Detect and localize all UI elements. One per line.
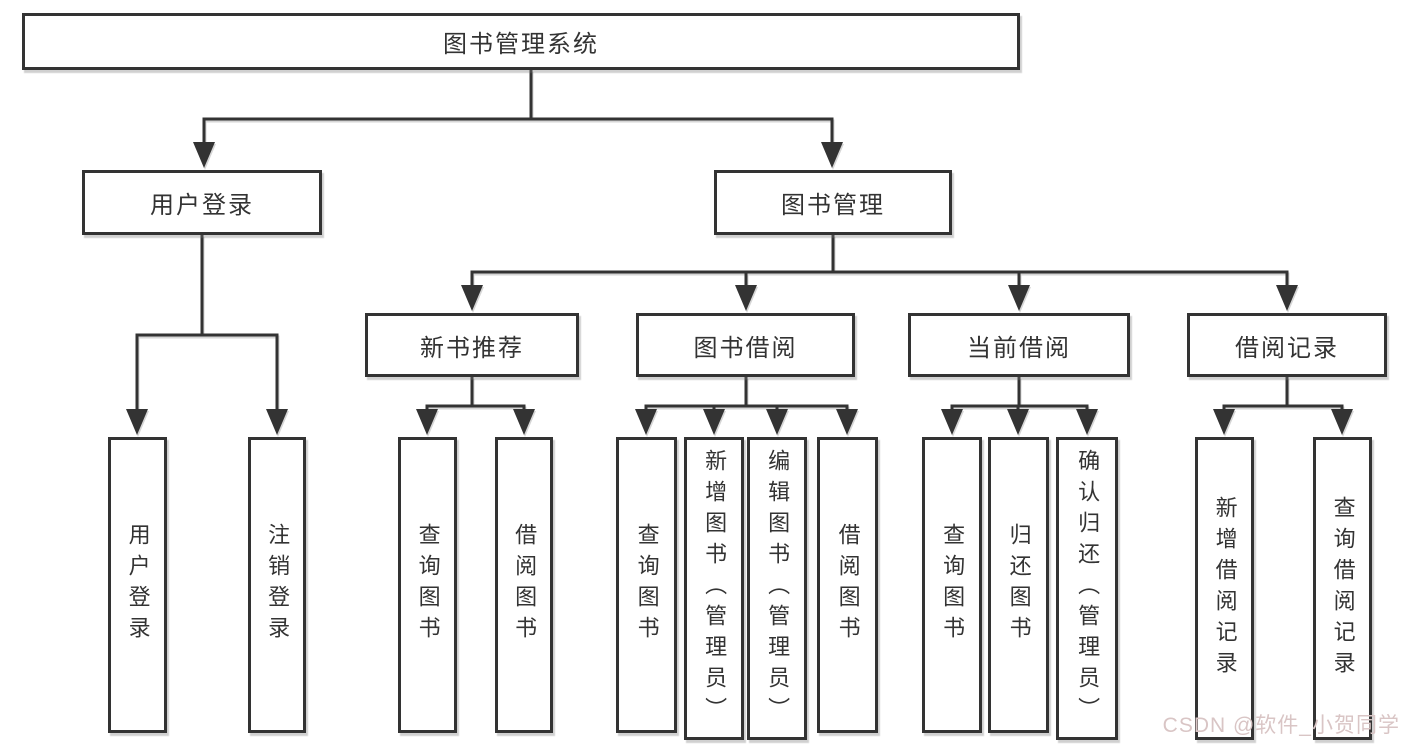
leaf-return-books: 归还图书 xyxy=(988,437,1049,733)
leaf-user-login: 用户登录 xyxy=(108,437,167,733)
leaf-query-books-borrow: 查询图书 xyxy=(616,437,677,733)
leaf-add-books-admin: 新增图书（管理员） xyxy=(684,437,744,740)
node-book-borrow: 图书借阅 xyxy=(636,313,855,377)
node-new-book-recommend-label: 新书推荐 xyxy=(420,334,524,362)
node-user-login: 用户登录 xyxy=(82,170,322,235)
node-current-borrow: 当前借阅 xyxy=(908,313,1130,377)
csdn-watermark: CSDN @软件_小贺同学 xyxy=(1162,714,1400,737)
node-root-label: 图书管理系统 xyxy=(443,31,599,58)
node-borrow-record: 借阅记录 xyxy=(1187,313,1387,377)
node-book-borrow-label: 图书借阅 xyxy=(693,334,798,362)
leaf-logout: 注销登录 xyxy=(248,437,306,733)
leaf-borrow-books-recommend: 借阅图书 xyxy=(495,437,553,733)
node-current-borrow-label: 当前借阅 xyxy=(967,334,1071,362)
leaf-confirm-return-admin: 确认归还（管理员） xyxy=(1056,437,1118,740)
leaf-query-borrow-record: 查询借阅记录 xyxy=(1313,437,1372,740)
leaf-borrow-books: 借阅图书 xyxy=(817,437,878,733)
node-user-login-label: 用户登录 xyxy=(150,192,254,219)
node-borrow-record-label: 借阅记录 xyxy=(1235,334,1339,362)
leaf-edit-books-admin: 编辑图书（管理员） xyxy=(747,437,807,740)
leaf-query-books-recommend: 查询图书 xyxy=(398,437,457,733)
node-new-book-recommend: 新书推荐 xyxy=(365,313,579,377)
arrowheads xyxy=(126,142,1353,435)
node-book-management-label: 图书管理 xyxy=(781,192,885,219)
leaf-add-borrow-record: 新增借阅记录 xyxy=(1195,437,1254,740)
node-root-library-system: 图书管理系统 xyxy=(22,13,1020,70)
node-book-management: 图书管理 xyxy=(714,170,952,235)
leaf-query-books-current: 查询图书 xyxy=(922,437,982,733)
